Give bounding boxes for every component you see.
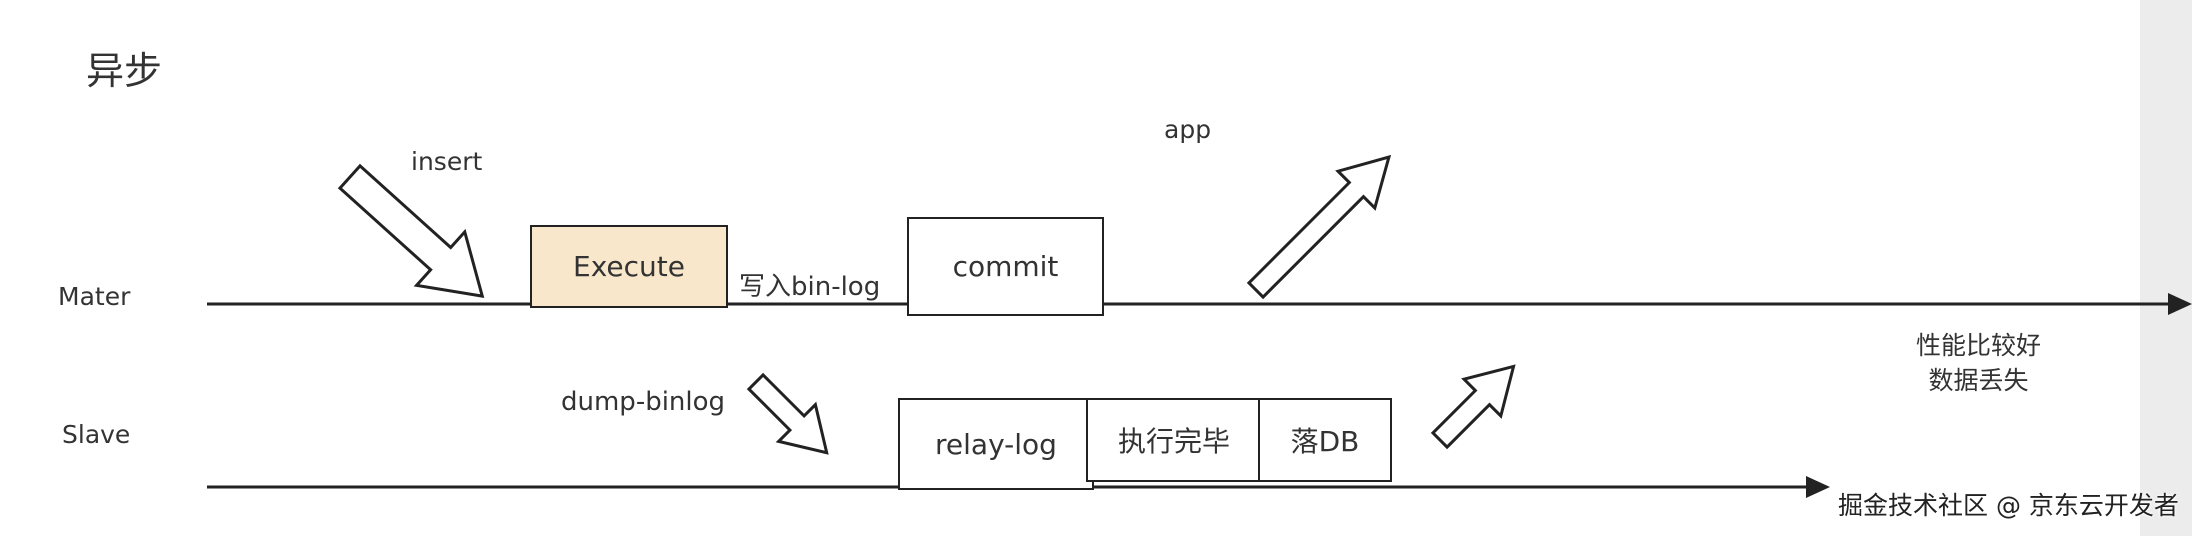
performance-note-line1: 性能比较好 [1916,331,2042,360]
master-lane-label: Mater [58,282,131,311]
master-timeline-arrowhead [2168,293,2192,315]
slave-timeline-arrowhead [1806,476,1830,498]
commit-box: commit [907,217,1104,316]
slave-lane-label: Slave [62,420,131,449]
to-db-box: 落DB [1258,398,1392,482]
insert-label: insert [411,147,483,176]
right-edge-strip [2140,0,2192,536]
app-label: app [1164,115,1212,144]
dump-binlog-label: dump-binlog [561,387,726,417]
performance-note: 性能比较好 数据丢失 [1916,328,2041,398]
diagram-title: 异步 [86,49,163,93]
watermark: 掘金技术社区 @ 京东云开发者 [1838,491,2179,520]
performance-note-line2: 数据丢失 [1928,366,2029,395]
write-binlog-label: 写入bin-log [739,272,881,302]
slave-result-hollow-arrow [1430,364,1516,450]
execute-box: Execute [530,225,728,308]
relay-log-box: relay-log [898,398,1094,490]
dump-binlog-hollow-arrow [746,372,829,455]
exec-done-box: 执行完毕 [1086,398,1262,482]
insert-hollow-arrow [337,163,485,298]
app-hollow-arrow [1246,154,1392,300]
